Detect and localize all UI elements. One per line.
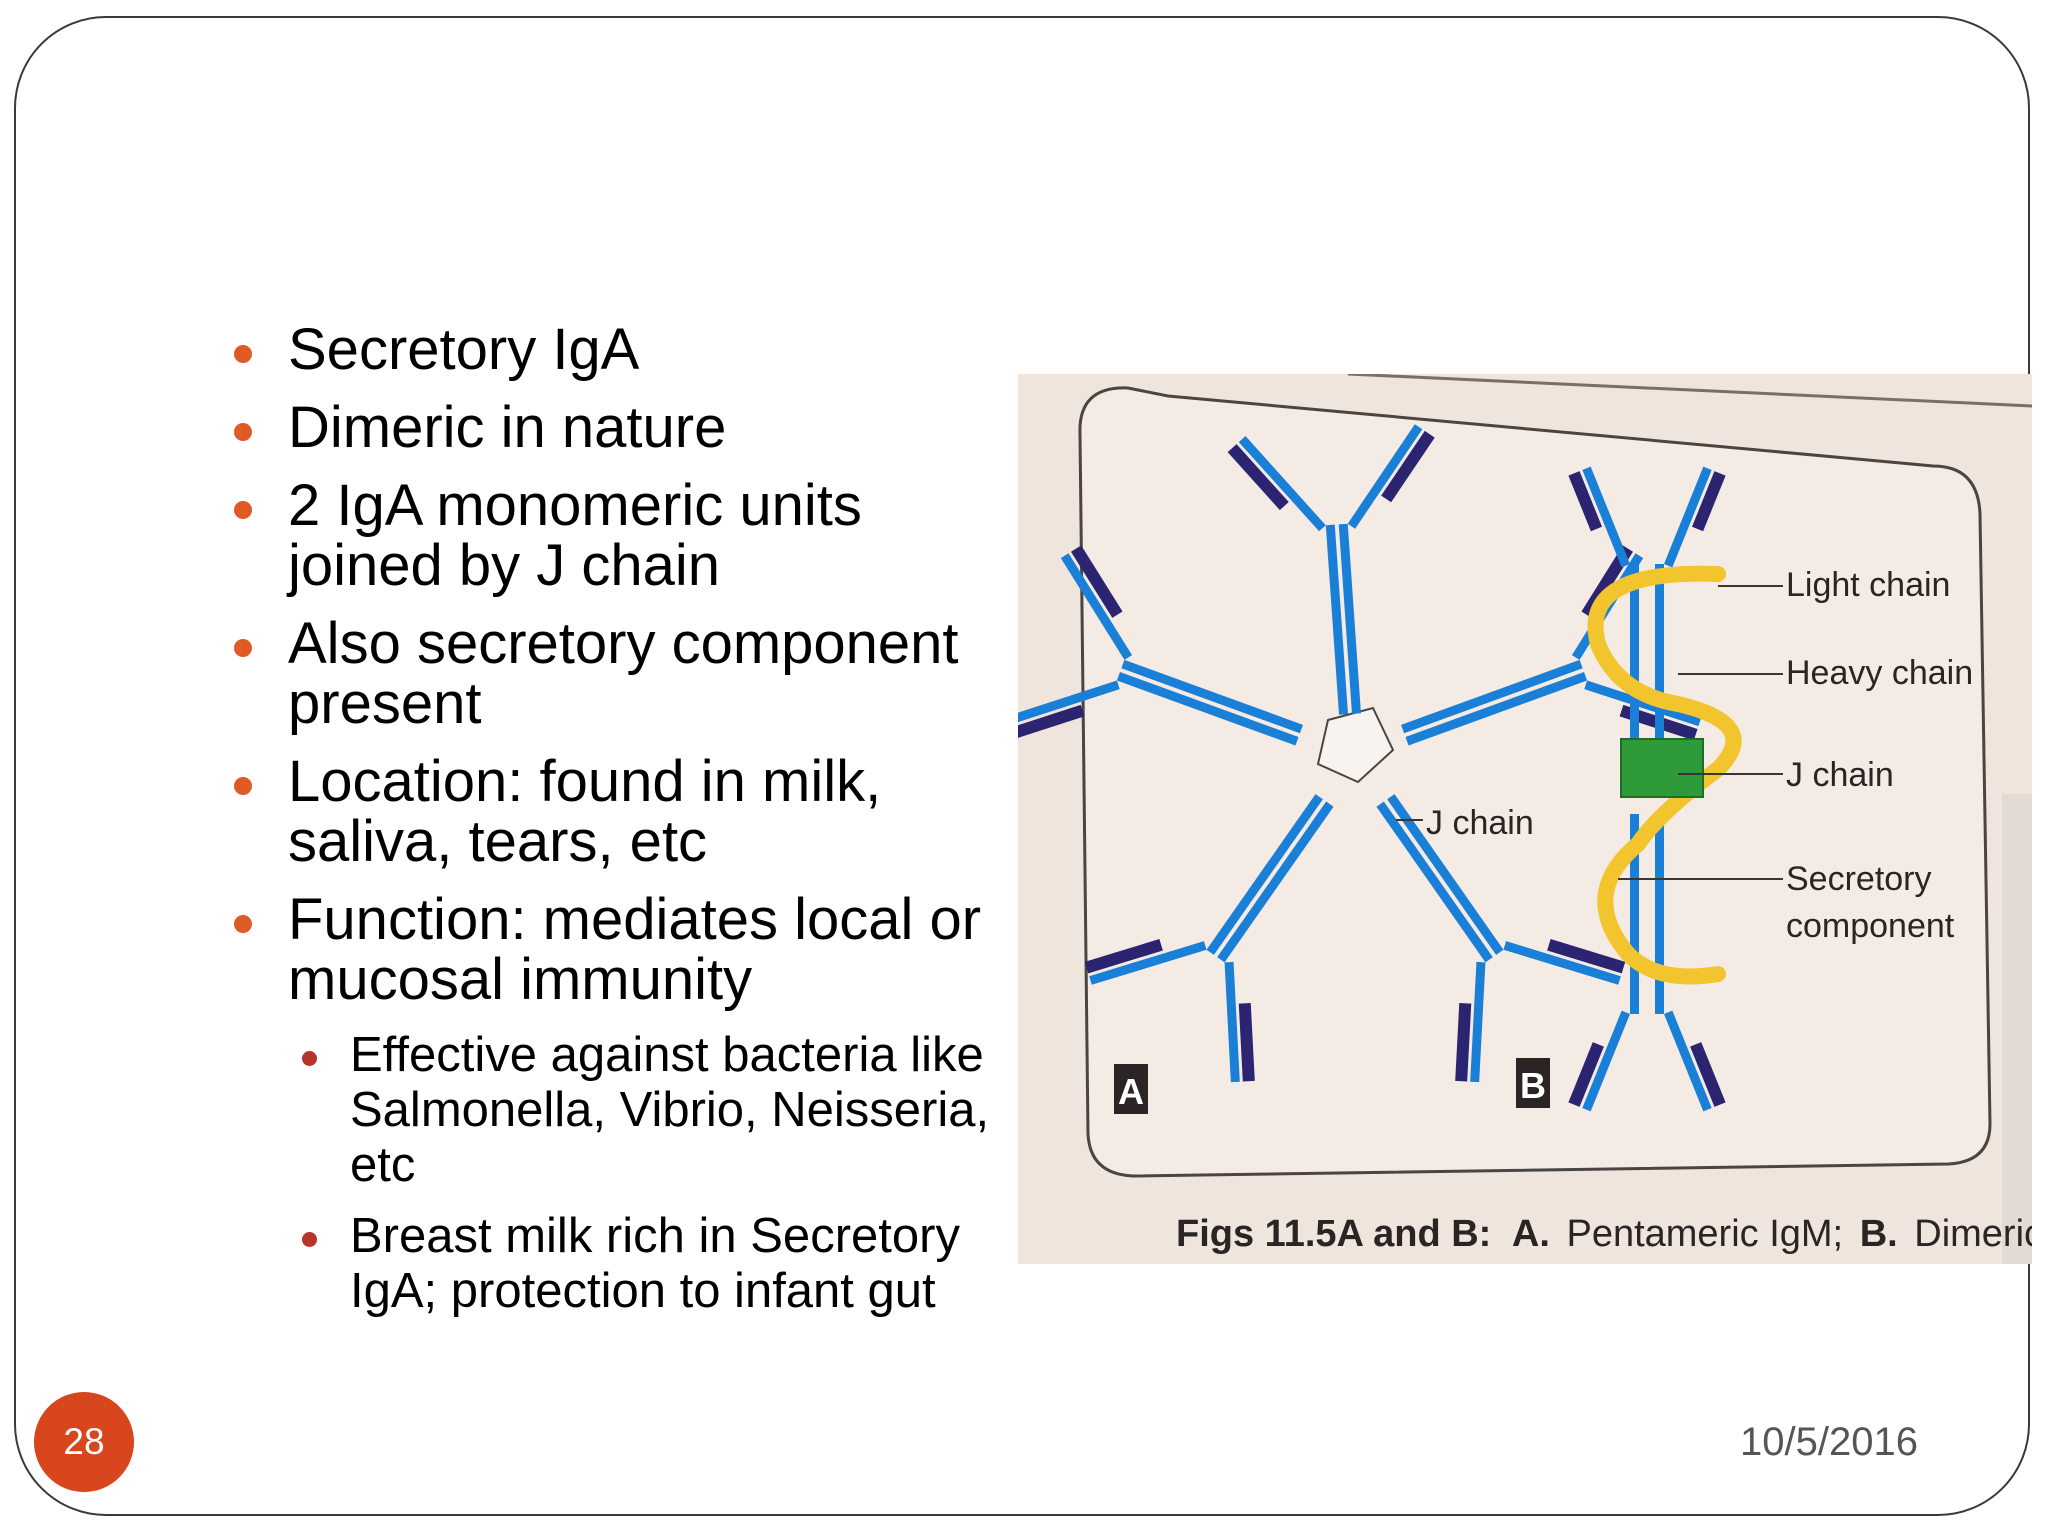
bullet-list: Secretory IgA Dimeric in nature 2 IgA mo… bbox=[228, 320, 1028, 1335]
bullet-secretory-component: Also secretory component present bbox=[228, 614, 1028, 734]
slide-date: 10/5/2016 bbox=[1740, 1420, 1918, 1464]
caption-b-letter: B. bbox=[1860, 1213, 1898, 1255]
bullet-dimeric: Dimeric in nature bbox=[228, 398, 1028, 458]
antibody-figure: J chain Light chain Heavy chain J chain … bbox=[1018, 374, 2032, 1264]
bullet-text: 2 IgA monomeric units joined by J chain bbox=[288, 473, 862, 598]
bullet-text: Function: mediates local or mucosal immu… bbox=[288, 887, 982, 1012]
subbullet-marker bbox=[302, 1232, 317, 1247]
bullet-marker bbox=[234, 501, 252, 519]
bullet-marker bbox=[234, 639, 252, 657]
slide-number: 28 bbox=[34, 1392, 134, 1492]
panel-a-letter: A bbox=[1118, 1071, 1144, 1112]
bullet-marker bbox=[234, 345, 252, 363]
subbullet-text: Effective against bacteria like Salmonel… bbox=[350, 1028, 990, 1192]
subbullet-effective: Effective against bacteria like Salmonel… bbox=[228, 1028, 1028, 1193]
caption-b-text: Dimeric IgA bbox=[1914, 1213, 2032, 1255]
panel-b-letter: B bbox=[1520, 1065, 1546, 1106]
bullet-secretory-iga: Secretory IgA bbox=[228, 320, 1028, 380]
label-component: component bbox=[1786, 907, 1955, 945]
dimeric-iga-diagram bbox=[1568, 466, 1742, 1112]
subbullet-text: Breast milk rich in Secretory IgA; prote… bbox=[350, 1209, 960, 1318]
bullet-monomeric-units: 2 IgA monomeric units joined by J chain bbox=[228, 476, 1028, 596]
subbullet-breast-milk: Breast milk rich in Secretory IgA; prote… bbox=[228, 1209, 1028, 1319]
bullet-marker bbox=[234, 423, 252, 441]
caption-a-text: Pentameric IgM; bbox=[1566, 1213, 1843, 1255]
caption-prefix: Figs 11.5A and B: bbox=[1176, 1213, 1491, 1255]
bullet-text: Also secretory component present bbox=[288, 611, 959, 736]
caption-a-letter: A. bbox=[1512, 1213, 1550, 1255]
bullet-function: Function: mediates local or mucosal immu… bbox=[228, 890, 1028, 1010]
label-light-chain: Light chain bbox=[1786, 566, 1950, 604]
bullet-marker bbox=[234, 915, 252, 933]
bullet-text: Location: found in milk, saliva, tears, … bbox=[288, 749, 882, 874]
pentameric-igm-diagram bbox=[1018, 422, 1708, 1094]
label-j-chain-a: J chain bbox=[1426, 804, 1534, 842]
subbullet-marker bbox=[302, 1051, 317, 1066]
label-j-chain-b: J chain bbox=[1786, 756, 1894, 794]
panel-b-badge bbox=[1516, 1058, 1550, 1108]
label-secretory: Secretory bbox=[1786, 860, 1932, 898]
label-heavy-chain: Heavy chain bbox=[1786, 654, 1973, 692]
figure-border bbox=[1078, 386, 1992, 1178]
bullet-location: Location: found in milk, saliva, tears, … bbox=[228, 752, 1028, 872]
figure-caption: Figs 11.5A and B: A. Pentameric IgM; B. … bbox=[1176, 1213, 2032, 1255]
bullet-text: Secretory IgA bbox=[288, 317, 640, 382]
panel-a-badge bbox=[1114, 1064, 1148, 1114]
bullet-marker bbox=[234, 777, 252, 795]
bullet-text: Dimeric in nature bbox=[288, 395, 727, 460]
